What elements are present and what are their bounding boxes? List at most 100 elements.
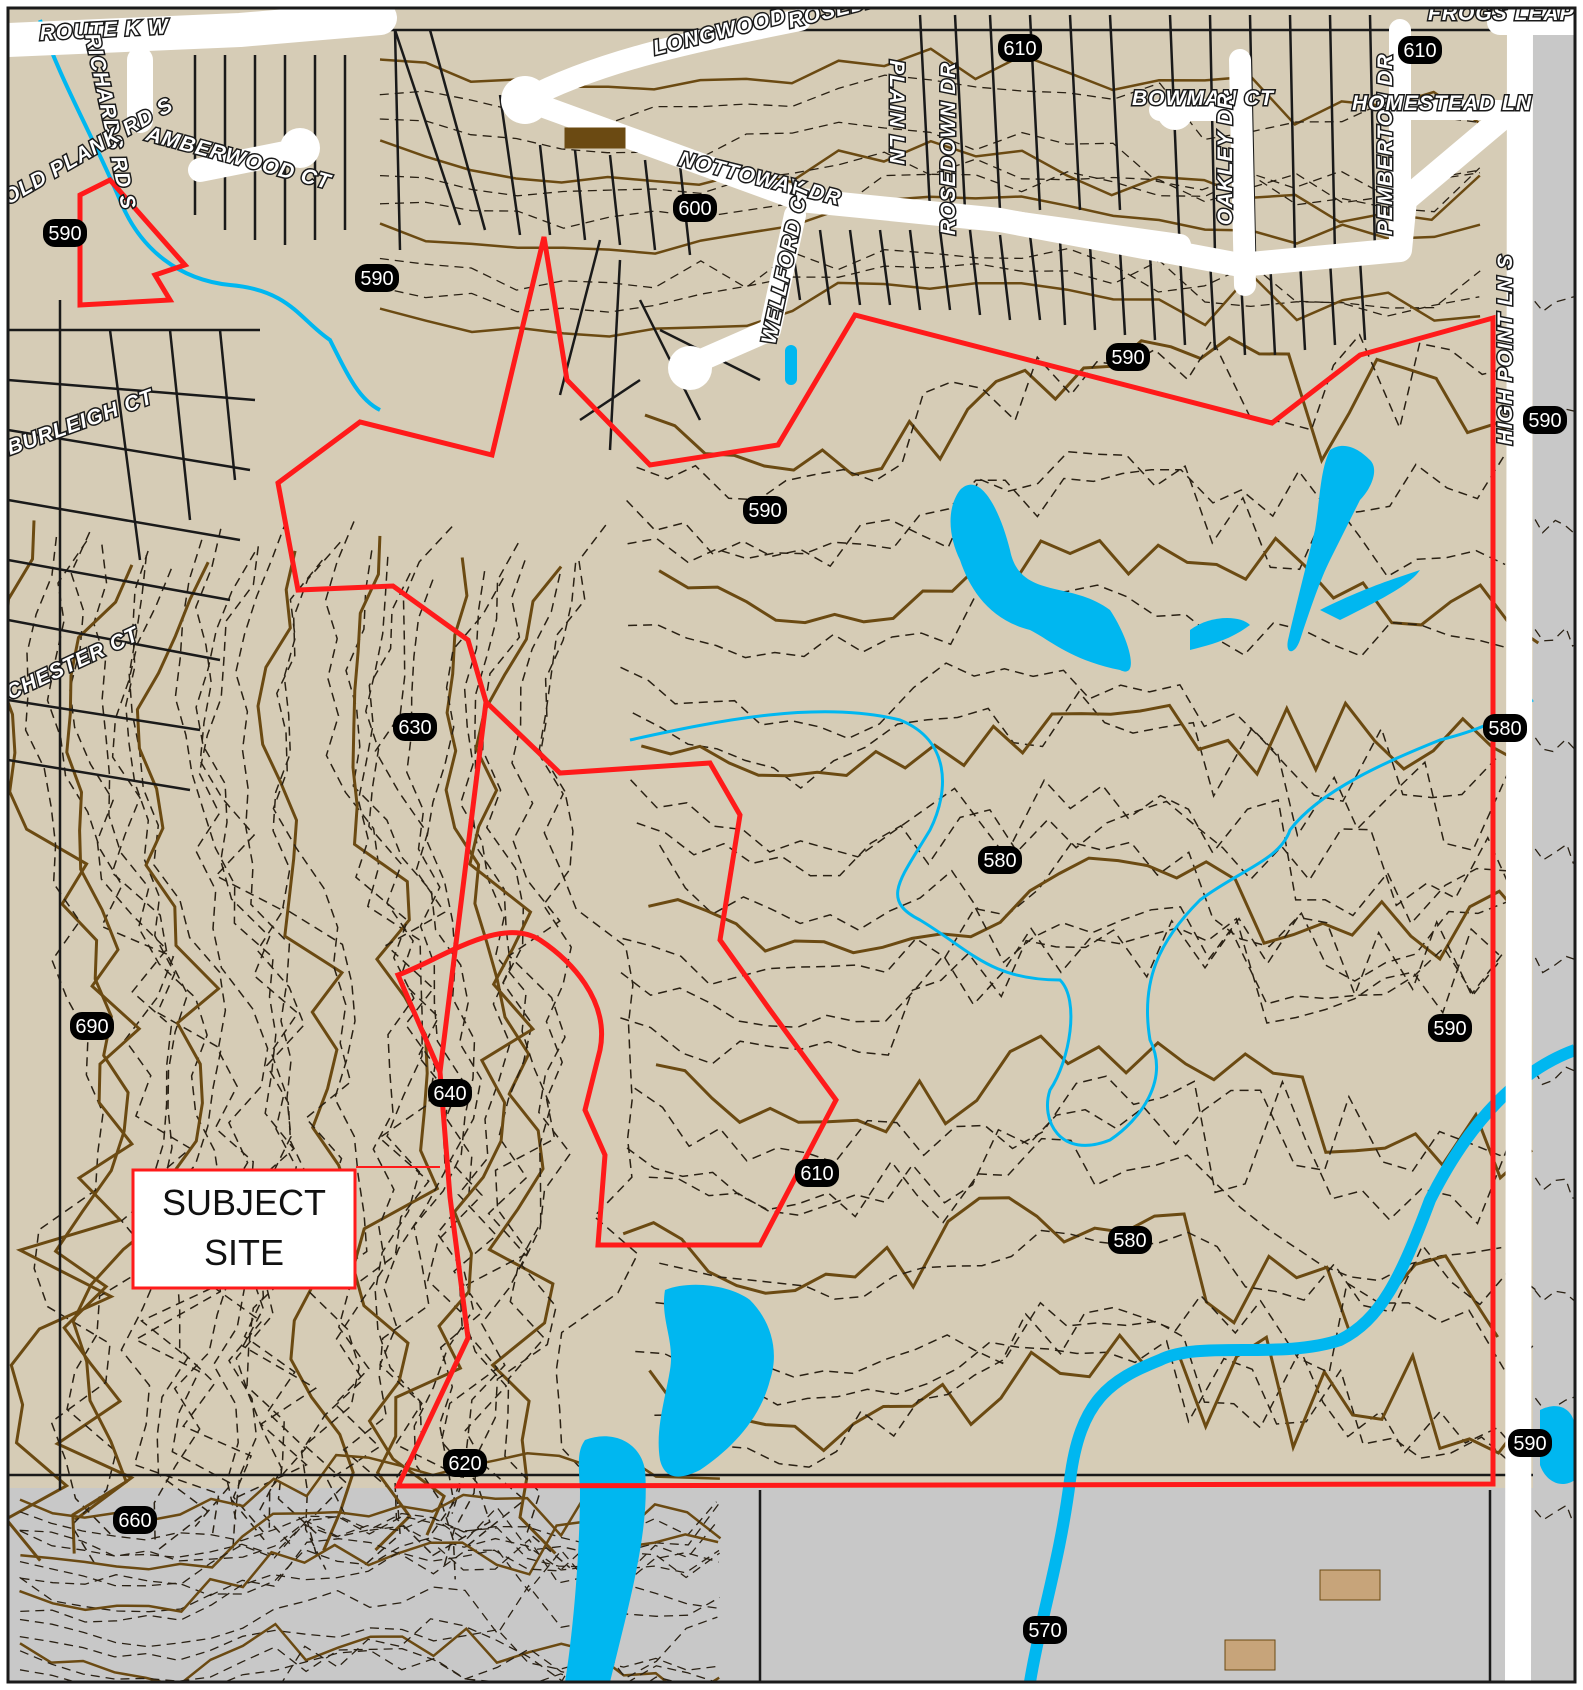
contour-label: 590 <box>1523 406 1567 434</box>
svg-text:570: 570 <box>1028 1620 1061 1642</box>
pond-north <box>950 484 1131 672</box>
contour-intermediate <box>19 1515 720 1584</box>
contour-intermediate <box>1534 519 1575 534</box>
contour-intermediate <box>658 841 1533 982</box>
contour-intermediate <box>620 662 1497 803</box>
contour-index <box>379 271 1481 338</box>
contour-label: 570 <box>1023 1616 1067 1644</box>
contour-intermediate <box>230 541 352 1541</box>
contour-intermediate <box>365 556 450 1557</box>
contour-label: 590 <box>1106 343 1150 371</box>
svg-text:630: 630 <box>398 717 431 739</box>
svg-text:590: 590 <box>1528 410 1561 432</box>
contour-intermediate <box>195 528 310 1528</box>
contour-intermediate <box>628 584 1509 659</box>
pond-small <box>1190 618 1250 650</box>
svg-text:580: 580 <box>1113 1230 1146 1252</box>
roads <box>8 8 1575 1682</box>
contour-intermediate <box>620 919 1500 1065</box>
stream-south <box>1024 1044 1575 1682</box>
street-label-bowman: BOWMAN CT <box>1132 87 1275 110</box>
contour-intermediate <box>272 559 368 1561</box>
contour-intermediate <box>1534 955 1575 974</box>
contour-index <box>8 564 142 1562</box>
water-features <box>38 19 1575 1682</box>
contour-label: 610 <box>998 34 1042 62</box>
contour-intermediate <box>539 562 639 1563</box>
map-frame <box>6 6 1577 1684</box>
contour-index <box>644 335 1528 477</box>
contour-intermediate <box>19 1584 721 1648</box>
contour-intermediate <box>69 531 233 1527</box>
contour-index <box>71 561 221 1554</box>
contour-intermediate <box>626 450 1506 578</box>
pond-east <box>1540 1406 1575 1485</box>
contour-intermediate <box>379 118 1479 196</box>
street-label-pemberton: PEMBERTON DR <box>1374 53 1397 235</box>
svg-text:610: 610 <box>1003 38 1036 60</box>
road-wellford-cul-de-sac <box>668 346 712 390</box>
contour-intermediate <box>153 546 269 1542</box>
street-label-frogs-leap: FROGS LEAP <box>1428 2 1575 25</box>
svg-text:590: 590 <box>48 223 81 245</box>
contour-label: 590 <box>1428 1014 1472 1042</box>
contour-index <box>379 139 1481 224</box>
contour-label: 590 <box>355 264 399 292</box>
contour-label: 660 <box>113 1506 157 1534</box>
stream-pond-northwest <box>785 345 797 385</box>
contour-intermediate <box>174 539 317 1534</box>
svg-text:600: 600 <box>678 198 711 220</box>
pond-northeast <box>1287 445 1375 652</box>
contour-intermediate <box>632 690 1515 852</box>
contour-intermediate <box>128 555 292 1546</box>
contour-intermediate <box>379 167 1481 229</box>
contour-intermediate <box>19 1627 720 1671</box>
contour-labels: 590 590 610 610 600 590 590 590 630 580 … <box>43 34 1567 1644</box>
contour-label: 590 <box>1508 1429 1552 1457</box>
svg-text:590: 590 <box>360 268 393 290</box>
contour-intermediate <box>19 1511 720 1574</box>
contour-intermediate <box>24 536 113 1537</box>
contour-index <box>648 1332 1530 1455</box>
contour-index <box>655 1034 1533 1181</box>
callout-line-1: SUBJECT <box>162 1182 326 1223</box>
svg-text:690: 690 <box>75 1016 108 1038</box>
road-bowman-cul-de-sac <box>1157 94 1193 130</box>
contour-label: 620 <box>443 1449 487 1477</box>
parcel-lines <box>8 14 1533 1682</box>
contour-index <box>640 700 1522 778</box>
contour-index <box>256 550 355 1552</box>
contour-intermediate <box>324 521 463 1518</box>
road-high-point <box>1505 8 1533 1682</box>
contour-intermediate <box>451 524 607 1514</box>
contour-intermediate <box>326 526 453 1522</box>
svg-text:590: 590 <box>1111 347 1144 369</box>
structure <box>564 127 626 149</box>
svg-text:610: 610 <box>1403 40 1436 62</box>
contour-label: 580 <box>1108 1226 1152 1254</box>
pond-southwest <box>565 1436 646 1682</box>
contour-label: 600 <box>673 194 717 222</box>
svg-text:590: 590 <box>1513 1433 1546 1455</box>
contour-intermediate <box>626 1137 1502 1282</box>
contour-intermediate <box>93 544 264 1533</box>
contour-intermediate <box>442 573 572 1568</box>
pond-south <box>658 1284 774 1477</box>
contour-label: 580 <box>978 846 1022 874</box>
contour-intermediate <box>620 917 1502 1028</box>
contour-intermediate <box>1534 1066 1575 1086</box>
contour-intermediate <box>342 577 504 1569</box>
svg-text:640: 640 <box>433 1083 466 1105</box>
contour-label: 610 <box>1398 36 1442 64</box>
road-amberwood-cul-de-sac <box>280 128 320 168</box>
contour-intermediate <box>379 151 1481 204</box>
street-label-oakley: OAKLEY DR <box>1214 93 1237 225</box>
contour-intermediate <box>635 1339 1510 1462</box>
contour-intermediate <box>66 568 189 1567</box>
structure <box>1224 1639 1276 1671</box>
contour-intermediate <box>430 560 533 1557</box>
contour-intermediate <box>648 1089 1530 1216</box>
contour-intermediate <box>630 778 1507 925</box>
site-boundary-inner <box>394 700 839 1248</box>
contour-intermediate <box>659 1229 1540 1313</box>
